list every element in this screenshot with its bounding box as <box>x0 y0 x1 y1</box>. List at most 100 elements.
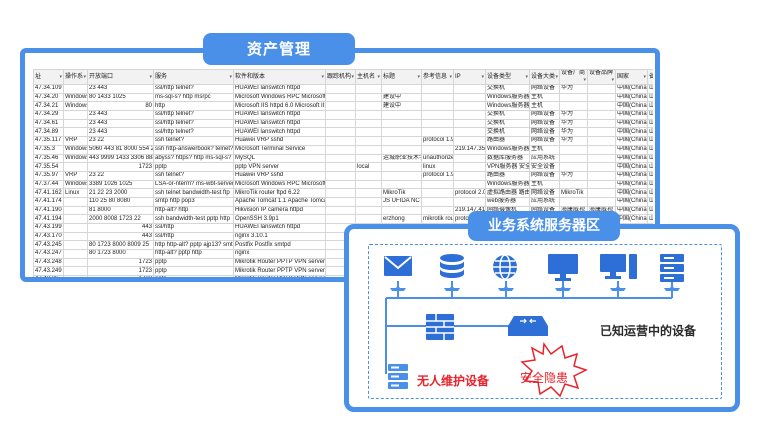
filter-dropdown-icon[interactable]: ▾ <box>417 73 420 80</box>
filter-dropdown-icon[interactable]: ▾ <box>229 73 232 80</box>
column-header[interactable]: 标题 ▾ <box>381 69 422 85</box>
table-cell <box>63 249 88 259</box>
table-cell: Windows服务器 <box>485 101 530 112</box>
table-cell: web服务器 <box>485 196 530 207</box>
filter-dropdown-icon[interactable]: ▾ <box>643 73 646 80</box>
column-header[interactable]: 跟踪机构▾ <box>325 69 356 85</box>
filter-dropdown-icon[interactable]: ▾ <box>449 73 452 80</box>
filter-dropdown-icon[interactable]: ▾ <box>59 73 62 80</box>
column-header[interactable]: 设备品牌▾ <box>587 69 616 85</box>
column-header[interactable]: 开放端口▾ <box>87 69 154 85</box>
table-cell: 中国(China) <box>615 92 648 103</box>
server-icon <box>660 254 684 282</box>
column-header[interactable]: 设备大类▾ <box>529 69 560 85</box>
table-cell: LSA-or-nterm? ms-wbt-server msrpc <box>153 179 234 190</box>
table-cell: VPN服务器 安全设备 <box>485 162 530 172</box>
column-header[interactable]: 址▾ <box>33 69 64 85</box>
table-cell: ssl/http telnet? <box>153 118 234 129</box>
table-cell: Microsoft Windows RPC Microsoft Windows … <box>233 92 326 103</box>
column-header-label: 标题 <box>383 73 396 80</box>
filter-dropdown-icon[interactable]: ▾ <box>321 73 324 80</box>
table-cell <box>381 118 422 129</box>
table-cell <box>325 179 356 190</box>
table-cell: Mikrotik Router PPTP VPN server <box>233 266 326 277</box>
filter-dropdown-icon[interactable]: ▾ <box>525 73 528 80</box>
table-cell <box>355 179 382 190</box>
table-cell: 中国(China) <box>615 179 648 190</box>
filter-dropdown-icon[interactable]: ▾ <box>583 77 586 83</box>
filter-dropdown-icon[interactable]: ▾ <box>481 73 484 80</box>
column-header[interactable]: 省份▾ <box>647 69 653 85</box>
table-cell: 运城职业技术学院 <box>381 153 422 164</box>
column-header[interactable]: 设备厂商▾ <box>559 69 588 85</box>
filter-dropdown-icon[interactable]: ▾ <box>83 73 86 80</box>
table-cell: http <box>153 101 234 112</box>
column-header[interactable]: 主机名▾ <box>355 69 382 85</box>
unmaintained-server-icon <box>388 364 408 389</box>
column-header-label: 设备类型 <box>487 73 512 80</box>
table-cell <box>587 196 616 207</box>
column-header-label: 参考信息 <box>423 73 448 80</box>
table-cell: Hikvision IP camera httpd <box>233 205 326 216</box>
table-cell: 2000 8008 1723 22 <box>87 214 154 224</box>
connector-wrench-icons <box>390 285 680 291</box>
table-cell: ms-sql-s? http msrpc <box>153 92 234 103</box>
table-cell <box>355 127 382 138</box>
table-cell: 47.35.97 <box>33 170 64 181</box>
filter-dropdown-icon[interactable]: ▾ <box>351 73 354 80</box>
table-cell <box>355 84 382 94</box>
filter-dropdown-icon[interactable]: ▾ <box>611 77 614 83</box>
table-cell <box>421 127 454 138</box>
column-header[interactable]: 软件和版本▾ <box>233 69 326 85</box>
table-cell: 主机 <box>529 179 560 190</box>
table-cell: pptp <box>153 257 234 268</box>
table-cell: 47.37.44 <box>33 179 64 190</box>
table-cell: OpenSSH 3.9p1 <box>233 214 326 224</box>
column-header[interactable]: 服务▾ <box>153 69 234 85</box>
router-icon <box>508 316 548 336</box>
table-cell: smtp http pop3 <box>153 196 234 207</box>
table-cell: 80 1433 1025 <box>87 92 154 103</box>
column-header[interactable]: 国家▾ <box>615 69 648 85</box>
table-cell <box>355 92 382 103</box>
column-header[interactable]: IP▾ <box>453 69 486 85</box>
table-cell: 山西(Shanx <box>647 136 653 146</box>
filter-dropdown-icon[interactable]: ▾ <box>149 73 152 80</box>
table-cell <box>63 275 88 277</box>
table-cell: Microsoft Terminal Service <box>233 144 326 155</box>
column-header[interactable]: 操作系▾ <box>63 69 88 85</box>
filter-dropdown-icon[interactable]: ▾ <box>555 73 558 80</box>
table-cell <box>355 110 382 120</box>
filter-dropdown-icon[interactable]: ▾ <box>377 73 380 80</box>
table-cell: 47.34.61 <box>33 118 64 129</box>
table-cell: 山西(Shanx <box>647 188 653 198</box>
table-cell <box>63 118 88 129</box>
table-cell: 山西(Shanx <box>647 118 653 129</box>
table-cell: 路由器 <box>485 136 530 146</box>
column-header[interactable]: 设备类型 ▾ <box>485 69 530 85</box>
table-cell: unauthorized <box>421 153 454 164</box>
table-cell <box>587 92 616 103</box>
table-cell <box>355 205 382 216</box>
table-cell: 47.43.170 <box>33 231 64 242</box>
table-cell <box>453 153 486 164</box>
column-header[interactable]: 参考信息▾ <box>421 69 454 85</box>
table-cell: 47.41.174 <box>33 196 64 207</box>
table-cell: 23 22 <box>87 136 154 146</box>
